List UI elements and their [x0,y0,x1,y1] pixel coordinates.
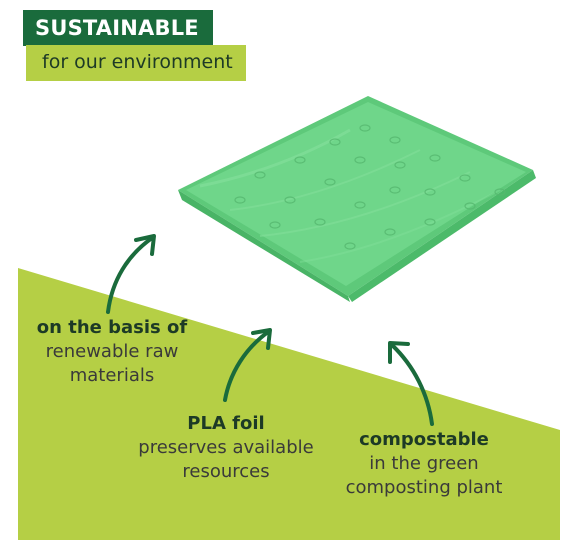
arrow-2-head [251,328,272,350]
arrow-2 [223,330,270,402]
lime-background [18,268,560,540]
feature-1-line1: renewable raw [45,341,179,362]
feature-3-line2: composting plant [345,477,503,498]
feature-2-head: PLA foil [187,413,265,434]
feature-3: compostable in the green composting plan… [336,428,512,500]
badge-subtitle: for our environment [26,45,246,81]
badge-title: SUSTAINABLE [23,10,213,46]
arrow-3 [390,343,434,426]
arrow-3-head [388,341,410,364]
feature-2-line1: preserves available [138,437,314,458]
bag-image [178,96,536,302]
feature-1-head: on the basis of [36,317,188,338]
feature-1-line2: materials [69,365,155,386]
feature-2: PLA foil preserves available resources [126,412,326,484]
feature-2-line2: resources [182,461,270,482]
feature-1: on the basis of renewable raw materials [32,316,192,388]
arrow-1-head [134,234,156,256]
feature-3-line1: in the green [369,453,479,474]
feature-3-head: compostable [359,429,489,450]
arrow-1 [106,236,154,314]
